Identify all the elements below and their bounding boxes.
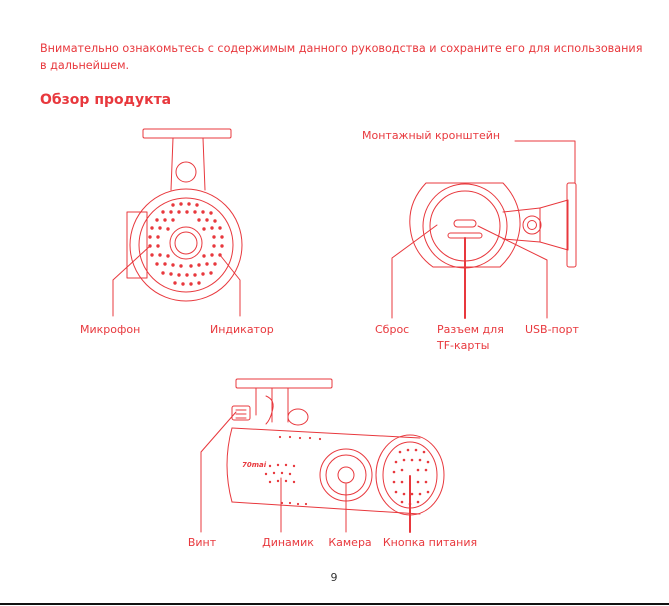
- logo-text: 70mai: [242, 458, 266, 473]
- back-view-drawing: [392, 141, 576, 318]
- label-indicator: Индикатор: [210, 322, 274, 337]
- label-mount: Монтажный кронштейн: [362, 128, 500, 143]
- label-screw: Винт: [188, 535, 216, 550]
- front-view-drawing: [113, 129, 242, 316]
- label-reset: Сброс: [375, 322, 409, 337]
- label-camera: Камера: [328, 535, 371, 550]
- label-power: Кнопка питания: [383, 535, 477, 550]
- side-view-drawing: [201, 379, 444, 532]
- label-speaker: Динамик: [262, 535, 314, 550]
- label-usb: USB-порт: [525, 322, 579, 337]
- label-tf-slot: Разъем для TF-карты: [437, 322, 507, 354]
- page-number: 9: [331, 571, 338, 584]
- bottom-rule: [0, 603, 669, 605]
- front-grille-dots: [148, 202, 223, 285]
- label-microphone: Микрофон: [80, 322, 140, 337]
